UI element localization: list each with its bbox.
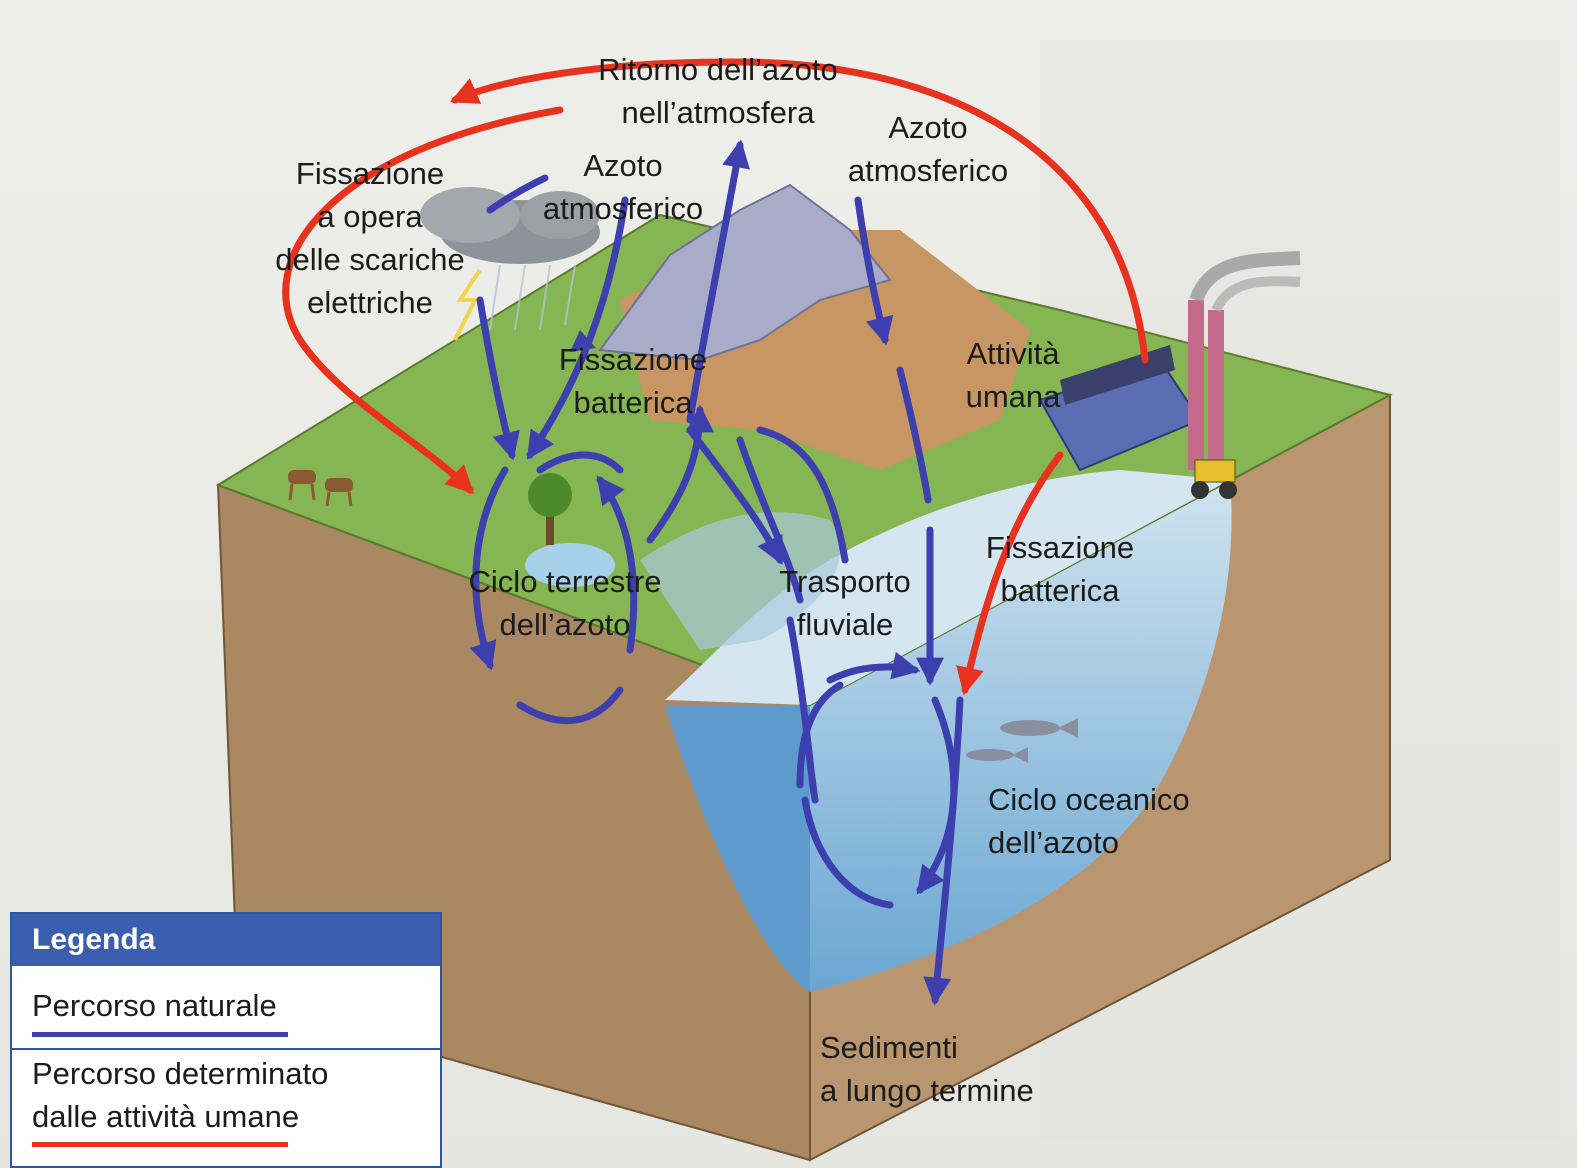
legend-natural-line: [32, 1032, 288, 1037]
legend-human-label: Percorso determinato dalle attività uman…: [32, 1052, 328, 1138]
legend-natural-label: Percorso naturale: [32, 984, 277, 1027]
legend: Legenda Percorso naturale Percorso deter…: [10, 912, 442, 1168]
legend-human-line: [32, 1142, 288, 1147]
legend-divider: [12, 1048, 440, 1050]
legend-title: Legenda: [12, 914, 440, 966]
